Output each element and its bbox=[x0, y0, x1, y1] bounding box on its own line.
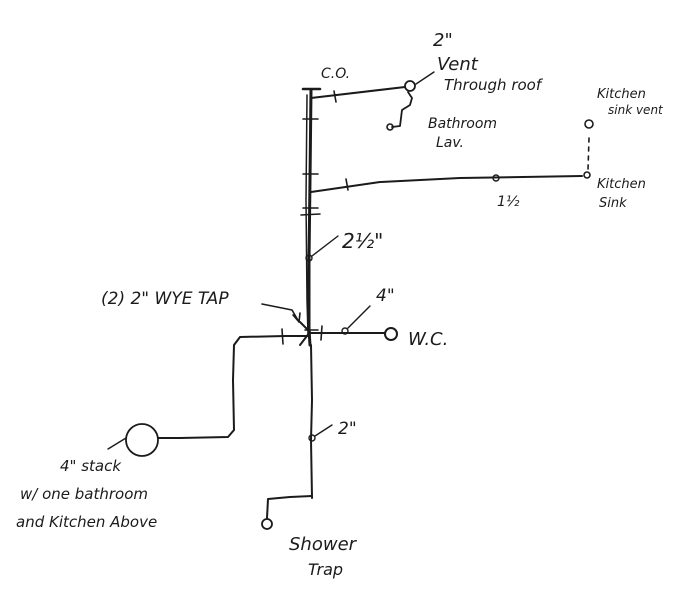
bathroom-lav-label-line1: Bathroom bbox=[428, 116, 497, 132]
vent-joint-tick bbox=[333, 90, 337, 103]
kitchen-sink-branch-pipe bbox=[310, 175, 583, 193]
wye-tap-arrow bbox=[261, 303, 301, 323]
stack-size-marker bbox=[305, 254, 313, 262]
kitchen-sink-trap-symbol bbox=[583, 171, 591, 179]
stack-label-line1: 4" stack bbox=[60, 457, 122, 475]
kitchen-branch-size-label: 1½ bbox=[497, 194, 520, 210]
shower-label-line1: Shower bbox=[289, 534, 358, 555]
vent-pointer-line bbox=[415, 71, 435, 85]
vent-size-label: 2" bbox=[433, 30, 453, 51]
stack-label-line2: w/ one bathroom bbox=[20, 485, 148, 503]
wc-size-pointer bbox=[347, 305, 371, 329]
four-inch-stack-symbol bbox=[125, 423, 159, 457]
wc-label: W.C. bbox=[408, 329, 448, 350]
stack-label-line3: and Kitchen Above bbox=[16, 513, 157, 531]
wye-tap-label: (2) 2" WYE TAP bbox=[101, 289, 229, 309]
lower-size-label: 2" bbox=[338, 419, 357, 439]
vent-through-roof-symbol bbox=[404, 80, 416, 92]
shower-trap-pipe bbox=[266, 495, 313, 519]
kitchen-joint-ticks bbox=[345, 178, 349, 191]
bathroom-lav-pipe bbox=[391, 91, 413, 128]
kitchen-sink-vent-symbol bbox=[584, 119, 594, 129]
kitchen-sink-vent-dashed-line bbox=[587, 137, 590, 171]
main-stack-pipe-second-stroke bbox=[305, 94, 309, 336]
drain-joint-tick bbox=[281, 328, 284, 345]
shower-trap-symbol bbox=[261, 518, 273, 530]
vent-label-line1: Vent bbox=[437, 54, 479, 75]
kitchen-vent-label-line2: sink vent bbox=[608, 103, 664, 117]
lower-size-pointer bbox=[314, 424, 333, 437]
vent-label-line2: Through roof bbox=[444, 76, 544, 94]
wc-symbol bbox=[384, 327, 398, 341]
four-inch-stack-pointer bbox=[107, 437, 127, 450]
stack-size-pointer bbox=[311, 235, 339, 257]
kitchen-branch-size-marker bbox=[492, 174, 500, 182]
vent-branch-pipe bbox=[310, 86, 406, 99]
wc-size-marker bbox=[341, 327, 349, 335]
horizontal-drain-to-stack bbox=[157, 335, 311, 439]
cleanout-label: C.O. bbox=[321, 66, 350, 82]
kitchen-sink-label-line1: Kitchen bbox=[597, 177, 646, 192]
kitchen-vent-label-line1: Kitchen bbox=[597, 87, 646, 102]
bathroom-lav-label-line2: Lav. bbox=[436, 135, 464, 151]
wc-size-label: 4" bbox=[376, 286, 395, 306]
bathroom-lav-trap-symbol bbox=[386, 123, 394, 131]
shower-label-line2: Trap bbox=[308, 560, 343, 579]
wc-joint-tick bbox=[320, 325, 323, 341]
kitchen-sink-label-line2: Sink bbox=[599, 196, 627, 211]
lower-stack-pipe bbox=[310, 344, 313, 499]
main-stack-pipe bbox=[307, 88, 313, 347]
lower-size-marker bbox=[308, 434, 316, 442]
joint-ticks bbox=[300, 118, 321, 331]
stack-size-label: 2½" bbox=[342, 229, 383, 253]
